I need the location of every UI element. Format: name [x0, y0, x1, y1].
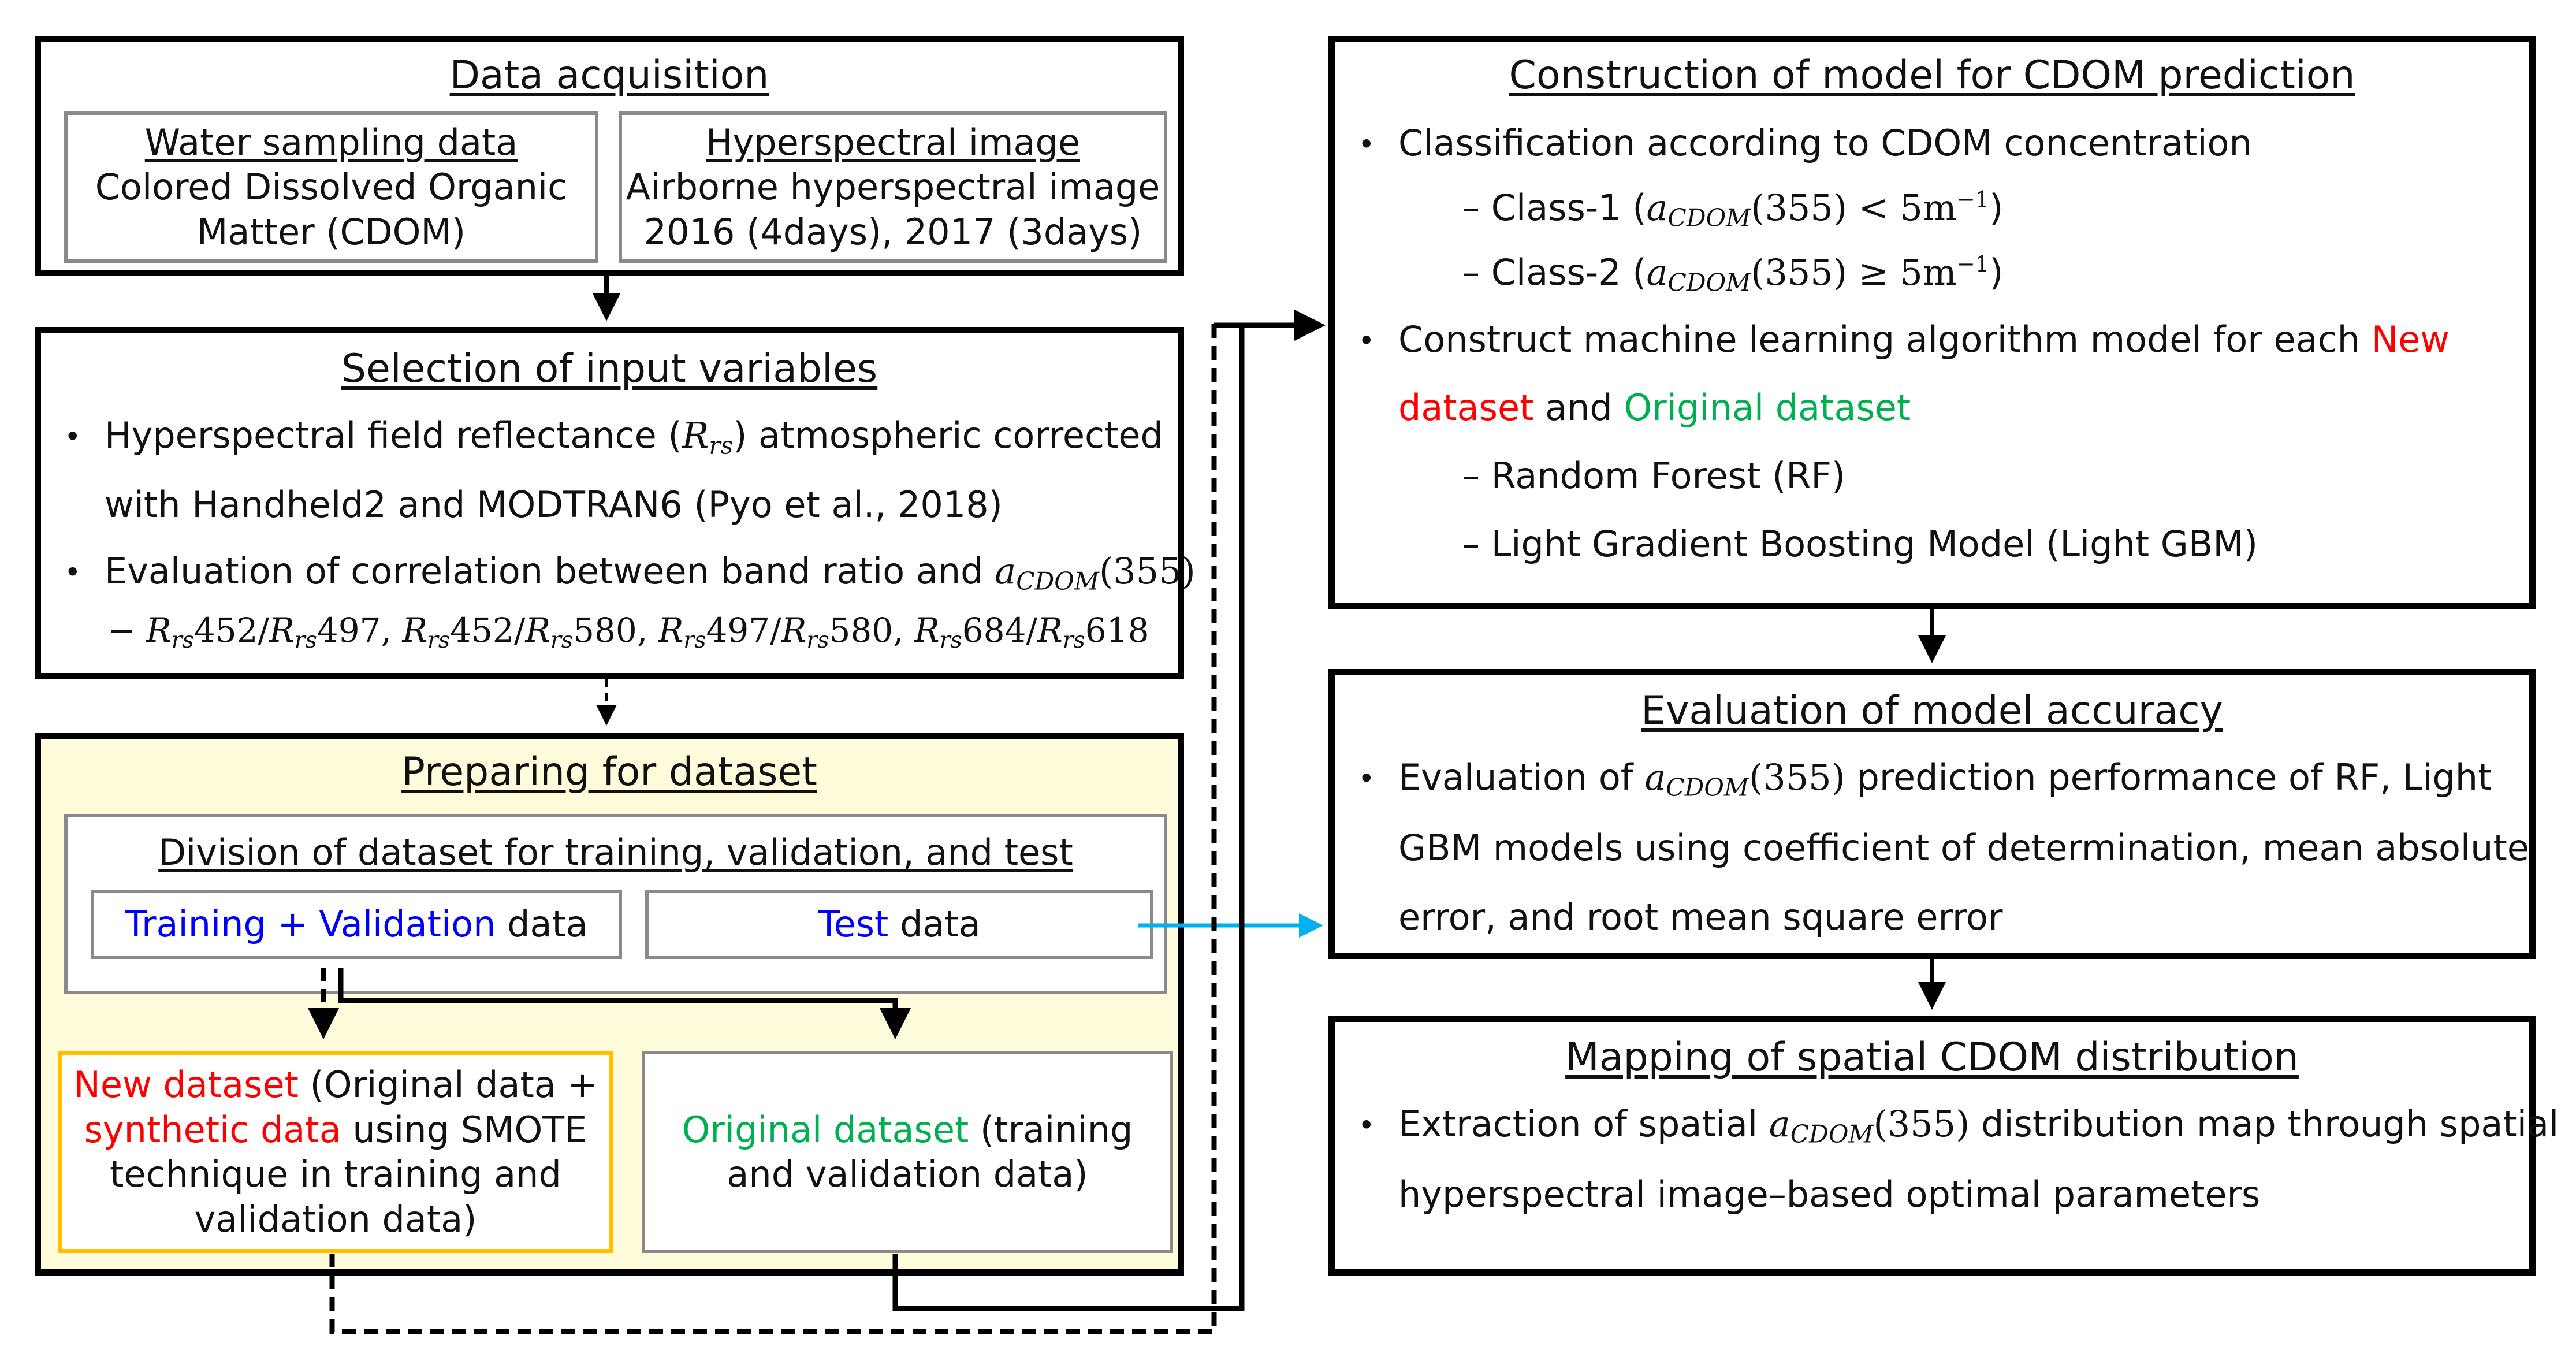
- bullet: •: [64, 556, 81, 589]
- data-acquisition-title: Data acquisition: [449, 53, 769, 98]
- mapping-line2: hyperspectral image–based optimal parame…: [1398, 1173, 2261, 1215]
- selection-bullet2: Evaluation of correlation between band r…: [105, 550, 1196, 596]
- selection-bullet1: Hyperspectral field reflectance (Rrs) at…: [105, 414, 1163, 460]
- construction-title: Construction of model for CDOM predictio…: [1509, 53, 2355, 98]
- preparing-box: Preparing for dataset Division of datase…: [35, 733, 1184, 1276]
- bullet: •: [1358, 762, 1375, 795]
- division-box: Division of dataset for training, valida…: [64, 814, 1167, 994]
- construction-bullet1: Classification according to CDOM concent…: [1398, 122, 2252, 164]
- lightgbm-line: – Light Gradient Boosting Model (Light G…: [1462, 523, 2258, 565]
- evaluation-line2: GBM models using coefficient of determin…: [1398, 827, 2529, 869]
- mapping-box: Mapping of spatial CDOM distribution • E…: [1328, 1016, 2559, 1276]
- hyperspectral-image-title: Hyperspectral image: [705, 121, 1081, 163]
- selection-title: Selection of input variables: [341, 346, 878, 392]
- water-sampling-line2: Matter (CDOM): [196, 210, 466, 253]
- evaluation-line3: error, and root mean square error: [1398, 896, 2003, 938]
- data-acquisition-box: Data acquisition Water sampling data Col…: [35, 36, 1184, 276]
- bullet: •: [64, 420, 81, 453]
- selection-box: Selection of input variables • Hyperspec…: [35, 327, 1196, 679]
- class2-line: – Class-2 (aCDOM(355) ≥ 5m−1): [1462, 251, 2004, 297]
- hyperspectral-image-box: Hyperspectral image Airborne hyperspectr…: [619, 111, 1167, 263]
- class1-line: – Class-1 (aCDOM(355) < 5m−1): [1462, 187, 2004, 232]
- evaluation-title: Evaluation of model accuracy: [1641, 688, 2223, 734]
- water-sampling-line1: Colored Dissolved Organic: [95, 166, 568, 209]
- construction-bullet2: Construct machine learning algorithm mod…: [1398, 318, 2450, 360]
- band-ratio-list: − Rrs452/Rrs497, Rrs452/Rrs580, Rrs497/R…: [107, 611, 1149, 653]
- construction-box: Construction of model for CDOM predictio…: [1328, 36, 2536, 609]
- water-sampling-title: Water sampling data: [144, 121, 518, 163]
- mapping-line1: Extraction of spatial aCDOM(355) distrib…: [1398, 1103, 2559, 1148]
- arrow-trainval-to-original: [338, 968, 911, 1039]
- water-sampling-box: Water sampling data Colored Dissolved Or…: [64, 111, 598, 263]
- evaluation-line1: Evaluation of aCDOM(355) prediction perf…: [1398, 756, 2492, 802]
- evaluation-box: Evaluation of model accuracy • Evaluatio…: [1328, 669, 2536, 959]
- hyperspectral-image-line2: 2016 (4days), 2017 (3days): [643, 210, 1142, 253]
- bullet: •: [1358, 1109, 1375, 1142]
- test-data-box: Test data: [645, 890, 1153, 959]
- arrow-original-to-construction: [892, 310, 1326, 1311]
- bullet: •: [1358, 324, 1375, 358]
- division-title: Division of dataset for training, valida…: [158, 831, 1073, 873]
- train-validation-box: Training + Validation data: [91, 890, 622, 959]
- mapping-title: Mapping of spatial CDOM distribution: [1565, 1035, 2299, 1080]
- preparing-title: Preparing for dataset: [401, 749, 817, 795]
- construction-bullet2-line2: dataset and Original dataset: [1398, 386, 1911, 429]
- selection-bullet1-line2: with Handheld2 and MODTRAN6 (Pyo et al.,…: [105, 484, 1003, 526]
- hyperspectral-image-line1: Airborne hyperspectral image: [626, 166, 1160, 209]
- random-forest-line: – Random Forest (RF): [1462, 455, 1846, 497]
- original-dataset-box: Original dataset (training and validatio…: [642, 1051, 1173, 1253]
- new-dataset-box: New dataset (Original data + synthetic d…: [58, 1051, 613, 1253]
- bullet: •: [1358, 128, 1375, 161]
- arrow-new-to-construction-dashed: [329, 324, 1217, 1334]
